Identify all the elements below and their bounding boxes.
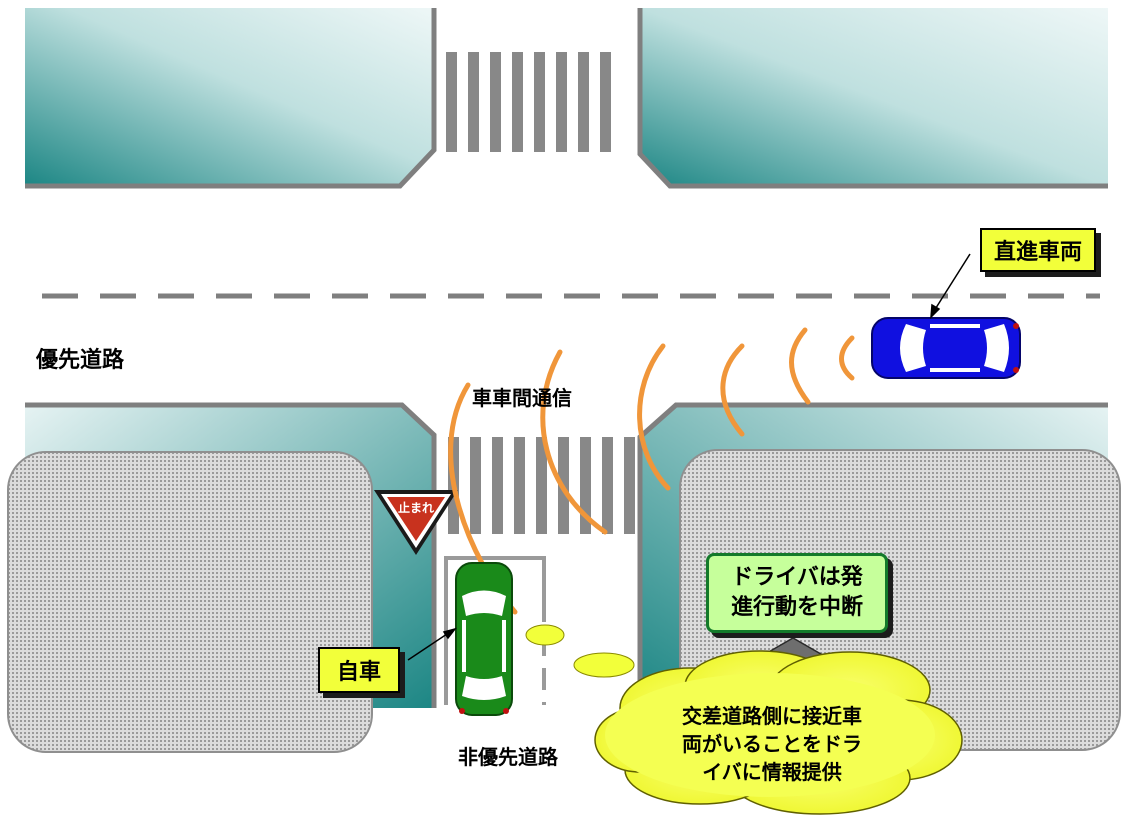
sidewalk-top-left	[25, 8, 434, 186]
road-edge-bottom	[25, 402, 1108, 708]
road-edge-top	[25, 8, 1108, 189]
own-vehicle-callout: 自車	[318, 647, 400, 693]
info-cloud-line1: 交差道路側に接近車	[682, 704, 862, 728]
stop-sign-label: 止まれ	[398, 500, 434, 515]
info-cloud-line2: 両がいることをドラ	[682, 732, 862, 756]
signal-waves-icon	[448, 327, 855, 615]
crosswalk-bottom	[448, 437, 635, 534]
driver-action-line1: ドライバは発	[731, 565, 863, 590]
v2v-comm-label: 車車間通信	[472, 386, 572, 410]
signal-spot	[525, 624, 565, 646]
driver-action-line2: 進行動を中断	[730, 595, 863, 620]
driver-action-box: ドライバは発 進行動を中断	[706, 553, 888, 633]
leader-arrow-straight	[930, 253, 971, 319]
info-cloud-line3: イバに情報提供	[702, 760, 842, 784]
building-block-left	[7, 451, 373, 753]
straight-vehicle-icon	[871, 317, 1021, 379]
non-priority-road-label: 非優先道路	[458, 745, 558, 769]
own-vehicle-icon	[455, 562, 513, 716]
leader-arrow-own	[407, 627, 457, 661]
sidewalk-top-right	[640, 8, 1108, 186]
crosswalk-top	[446, 52, 611, 152]
stop-sign-icon	[374, 490, 458, 555]
signal-spot	[573, 652, 635, 678]
straight-vehicle-callout: 直進車両	[980, 228, 1096, 272]
priority-road-label: 優先道路	[36, 348, 125, 373]
info-cloud-fill	[605, 673, 935, 797]
info-cloud-text: 交差道路側に接近車 両がいることをドラ イバに情報提供	[640, 702, 904, 786]
